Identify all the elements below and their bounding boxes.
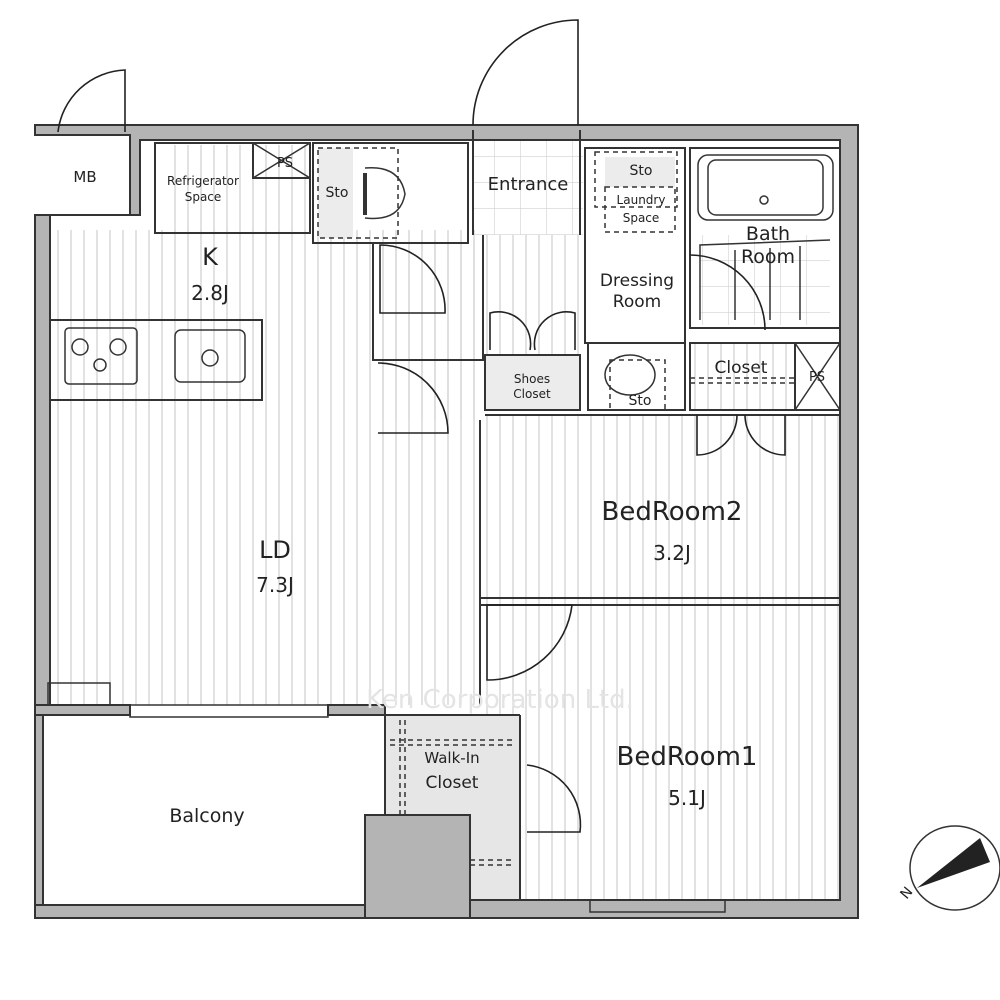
north-arrow-icon bbox=[917, 838, 990, 888]
door-bath bbox=[689, 254, 766, 331]
label-sto-laundry: Sto bbox=[630, 163, 653, 179]
label-closet: Closet bbox=[715, 358, 768, 378]
interior-walls bbox=[47, 130, 841, 913]
label-bedroom1-size: 5.1J bbox=[668, 786, 706, 810]
compass-north-label: N bbox=[897, 884, 916, 902]
label-shoes-1: Shoes bbox=[514, 372, 550, 386]
label-refrigerator-1: Refrigerator bbox=[167, 174, 239, 188]
watermark: Ken Corporation Ltd. bbox=[366, 685, 634, 715]
label-ld: LD bbox=[259, 536, 291, 564]
walls bbox=[34, 124, 859, 919]
label-bath-1: Bath bbox=[746, 223, 790, 245]
label-ld-size: 7.3J bbox=[256, 573, 294, 597]
door-bedroom1 bbox=[486, 604, 573, 681]
door-mb bbox=[57, 69, 126, 133]
label-bedroom1: BedRoom1 bbox=[617, 742, 758, 772]
label-ps-right: PS bbox=[809, 370, 825, 385]
door-walk-in bbox=[526, 764, 582, 833]
label-walk-in-1: Walk-In bbox=[424, 749, 479, 767]
label-dressing-2: Room bbox=[613, 292, 661, 312]
label-kitchen-size: 2.8J bbox=[191, 281, 229, 305]
entrance-floor bbox=[473, 135, 583, 235]
compass-ring bbox=[909, 825, 1000, 911]
label-ps-top: PS bbox=[277, 156, 293, 171]
label-walk-in-2: Closet bbox=[426, 773, 479, 793]
label-entrance: Entrance bbox=[488, 174, 569, 195]
ps-shaft-top bbox=[252, 142, 311, 179]
room-labels: MB Refrigerator Space PS Sto Entrance St… bbox=[73, 156, 825, 827]
label-dressing-1: Dressing bbox=[600, 271, 674, 291]
label-mb: MB bbox=[73, 168, 96, 186]
structural-column bbox=[364, 814, 471, 919]
doors bbox=[57, 19, 786, 833]
label-sto-sink: Sto bbox=[629, 393, 652, 409]
label-kitchen: K bbox=[202, 243, 219, 271]
door-entrance bbox=[472, 19, 579, 126]
label-balcony: Balcony bbox=[169, 805, 244, 827]
label-bedroom2-size: 3.2J bbox=[653, 541, 691, 565]
label-refrigerator-2: Space bbox=[185, 190, 222, 204]
label-laundry-2: Space bbox=[623, 211, 660, 225]
door-closet bbox=[696, 414, 786, 456]
label-shoes-2: Closet bbox=[513, 387, 551, 401]
floor-areas bbox=[50, 135, 840, 900]
bedroom1-floor bbox=[485, 600, 840, 900]
label-bedroom2: BedRoom2 bbox=[602, 497, 743, 527]
door-toilet bbox=[379, 244, 446, 314]
label-sto-toilet: Sto bbox=[326, 185, 349, 201]
label-bath-2: Room bbox=[741, 246, 795, 268]
compass: N bbox=[897, 825, 1000, 911]
balcony-rail bbox=[34, 904, 366, 919]
bedroom2-floor bbox=[485, 415, 840, 600]
label-laundry-1: Laundry bbox=[617, 193, 666, 207]
door-shoes-closet bbox=[489, 311, 576, 351]
door-ld bbox=[377, 362, 449, 434]
